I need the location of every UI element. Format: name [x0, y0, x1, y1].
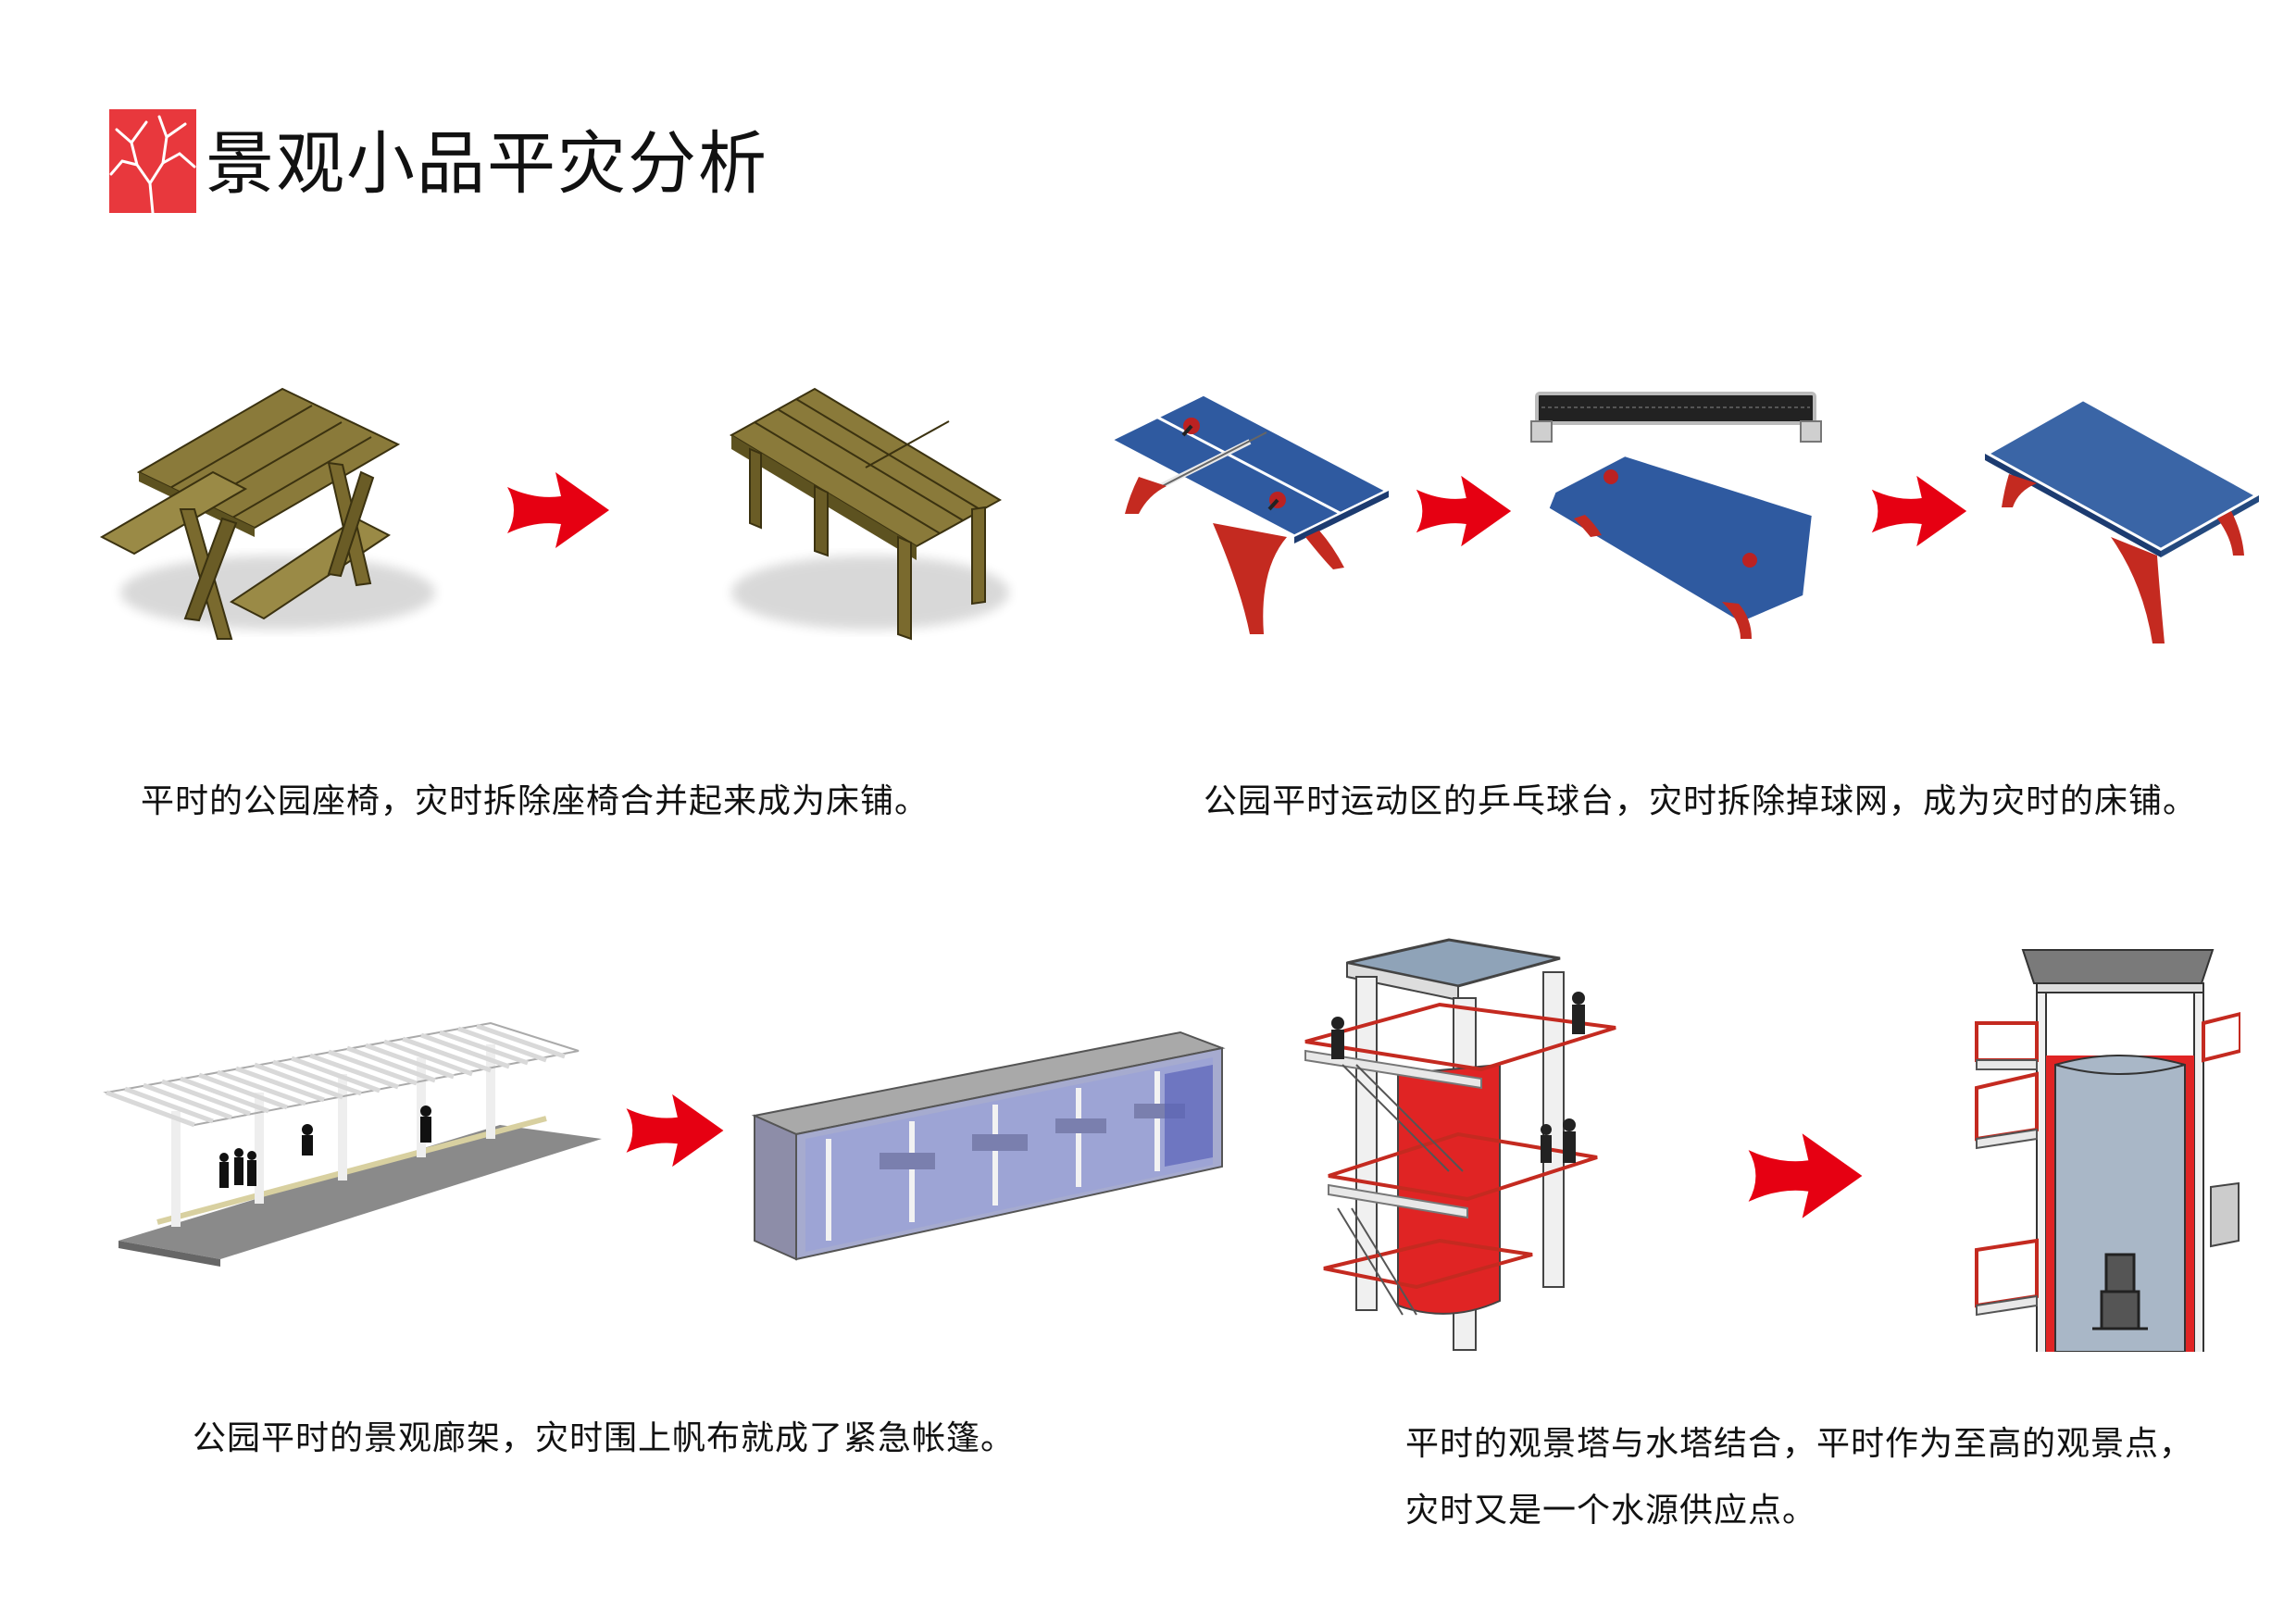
- caption-bench: 平时的公园座椅，灾时拆除座椅合并起来成为床铺。: [141, 782, 930, 820]
- caption-pingpong: 公园平时运动区的乒乓球台，灾时拆除掉球网，成为灾时的床铺。: [1204, 782, 2198, 820]
- caption-pergola: 公园平时的景观廊架，灾时围上帆布就成了紧急帐篷。: [193, 1419, 1016, 1457]
- transform-arrow-icon: [626, 1093, 724, 1168]
- table-tennis-table-illustration: [1104, 391, 1394, 634]
- table-bed-illustration: [1981, 394, 2265, 643]
- caption-tower-line1: 平时的观景塔与水塔结合，平时作为至高的观景点，: [1405, 1425, 2194, 1463]
- caption-tower-line2: 灾时又是一个水源供应点。: [1405, 1492, 1817, 1530]
- title-logo-icon: [109, 109, 196, 213]
- transform-arrow-icon: [1748, 1133, 1863, 1218]
- bed-platform-illustration: [730, 387, 1009, 641]
- transform-arrow-icon: [1416, 475, 1512, 547]
- picnic-bench-illustration: [99, 387, 435, 640]
- page-title: 景观小品平灾分析: [206, 124, 768, 204]
- emergency-tent-illustration: [751, 1031, 1226, 1261]
- observation-tower-illustration: [1304, 938, 1616, 1351]
- water-tower-section-illustration: [1975, 949, 2240, 1352]
- pergola-corridor-illustration: [103, 1021, 602, 1267]
- transform-arrow-icon: [507, 472, 609, 548]
- table-net-removed-illustration: [1530, 392, 1822, 639]
- transform-arrow-icon: [1871, 475, 1967, 547]
